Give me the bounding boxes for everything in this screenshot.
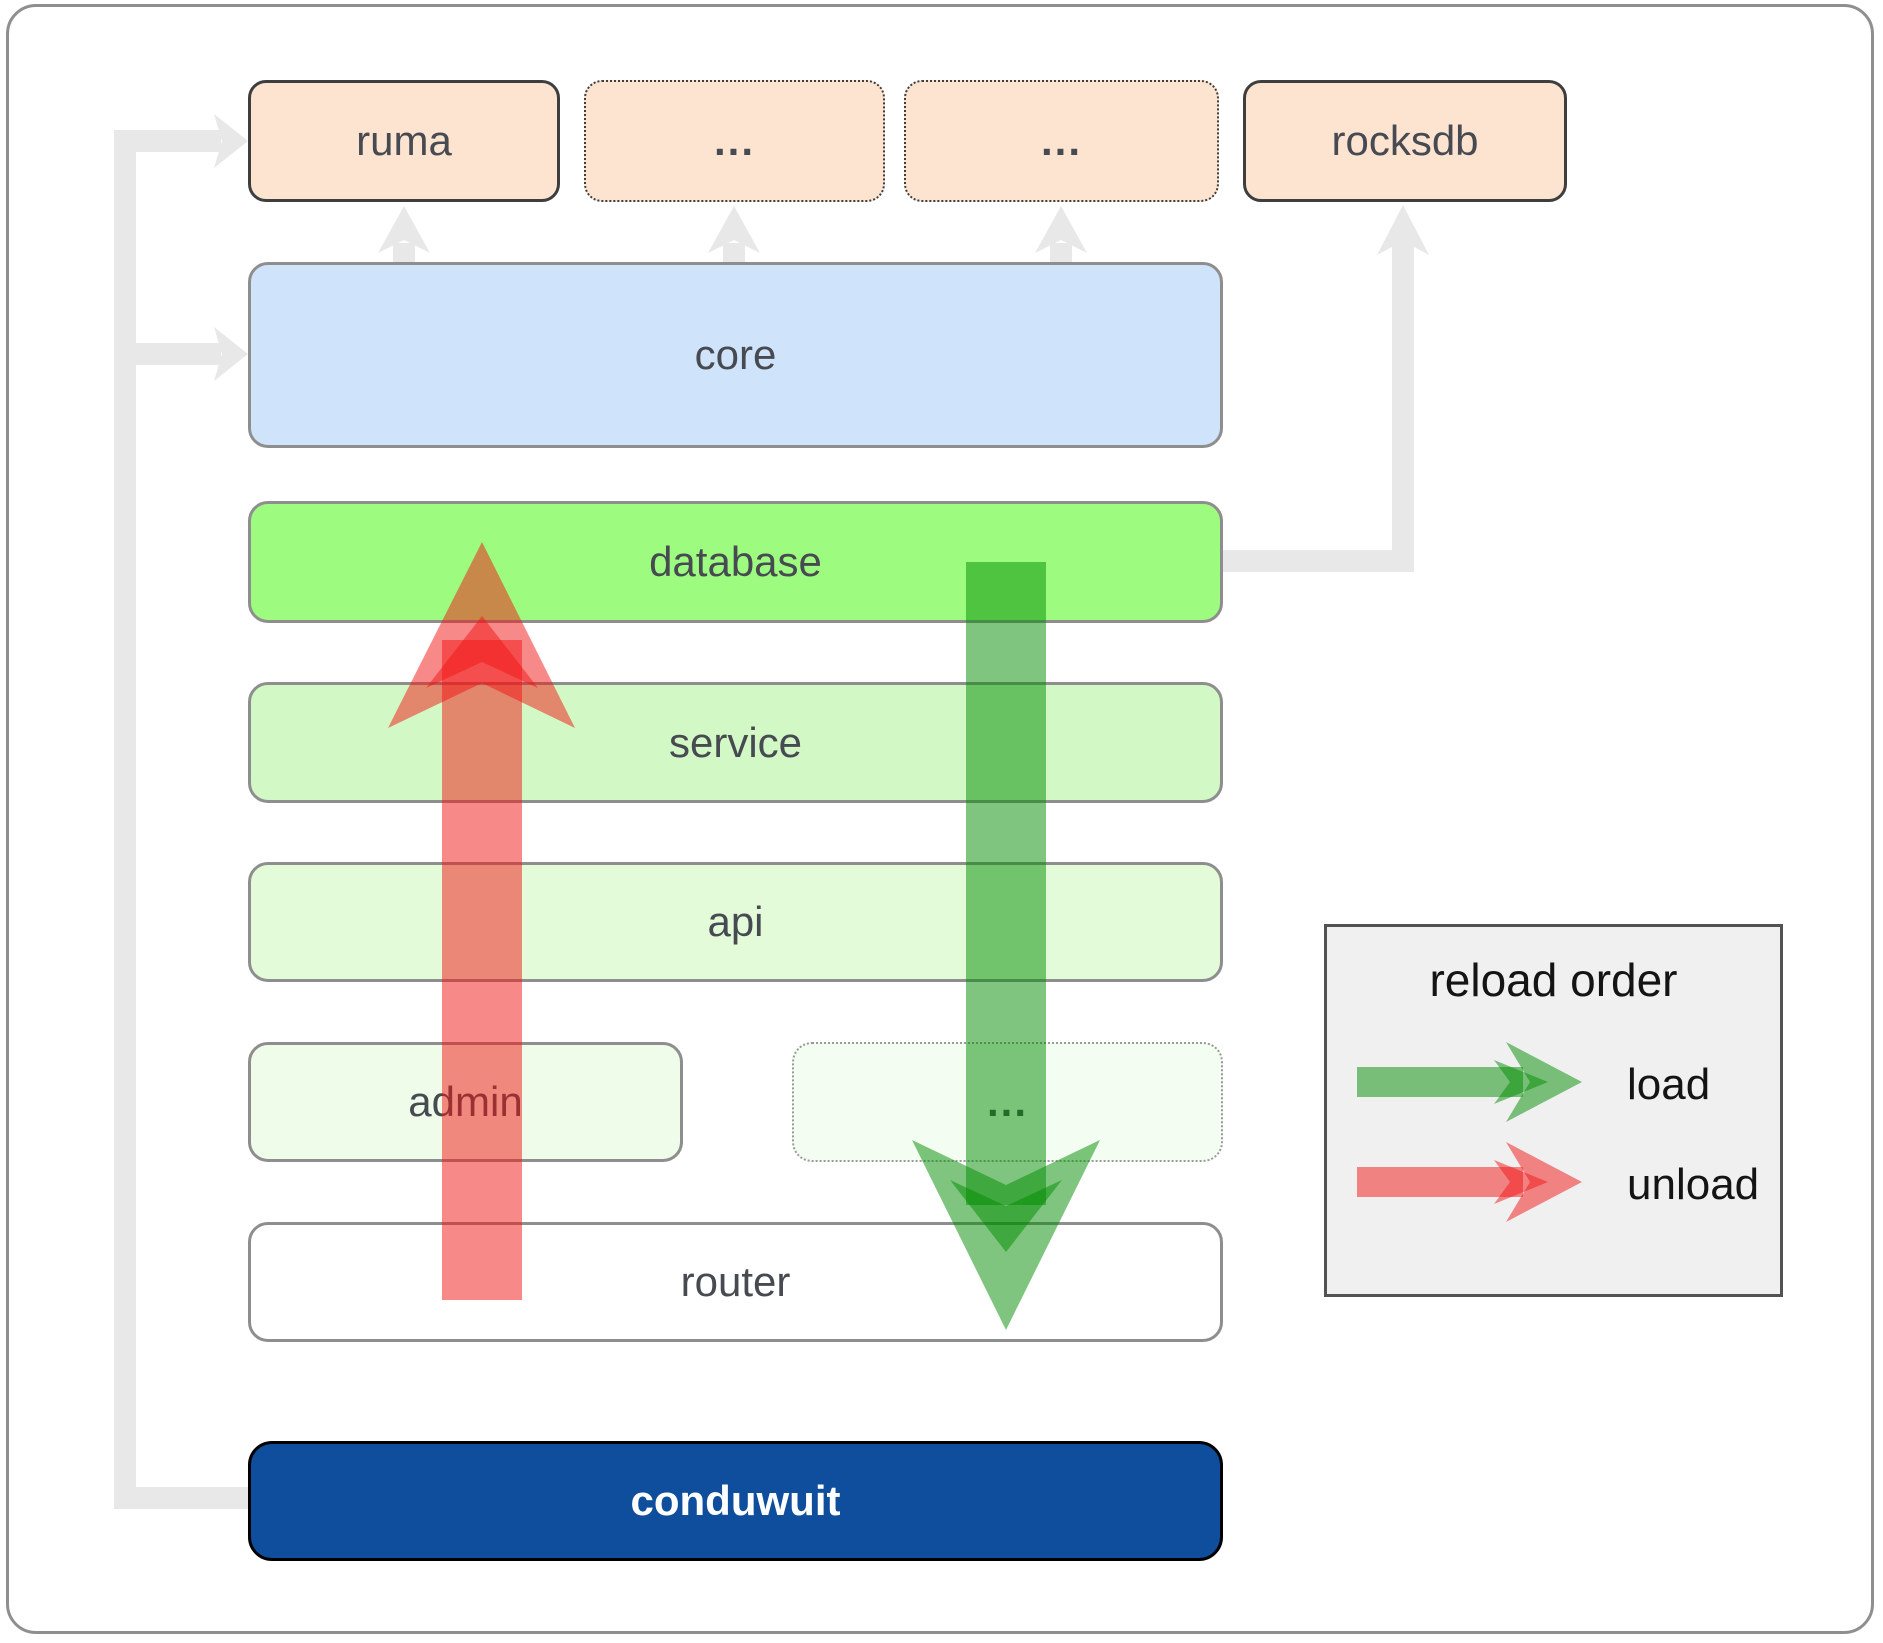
box-api-label: api xyxy=(707,898,764,945)
box-core-label: core xyxy=(694,331,777,378)
box-core: core xyxy=(248,262,1223,448)
legend: reload order load unload xyxy=(1324,924,1783,1297)
box-api: api xyxy=(248,862,1223,982)
box-router-label: router xyxy=(680,1258,791,1305)
box-rocksdb-label: rocksdb xyxy=(1331,117,1479,164)
legend-load-label: load xyxy=(1627,1060,1711,1109)
box-dependency-b: ... xyxy=(904,80,1219,202)
box-extra-services: ... xyxy=(792,1042,1223,1162)
box-database-label: database xyxy=(649,538,822,585)
box-router: router xyxy=(248,1222,1223,1342)
box-rocksdb: rocksdb xyxy=(1243,80,1567,202)
box-service: service xyxy=(248,682,1223,803)
box-dependency-b-label: ... xyxy=(1040,117,1082,164)
legend-unload-label: unload xyxy=(1627,1160,1760,1209)
box-extra-services-label: ... xyxy=(986,1078,1028,1125)
box-database: database xyxy=(248,501,1223,623)
box-admin: admin xyxy=(248,1042,683,1162)
box-service-label: service xyxy=(668,718,803,766)
box-ruma-label: ruma xyxy=(356,117,452,164)
legend-title: reload order xyxy=(1429,954,1678,1006)
box-dependency-a-label: ... xyxy=(713,117,755,164)
box-conduwuit: conduwuit xyxy=(248,1441,1223,1561)
box-dependency-a: ... xyxy=(584,80,885,202)
outer-border xyxy=(6,4,1874,1634)
box-admin-label: admin xyxy=(408,1078,523,1125)
box-conduwuit-label: conduwuit xyxy=(630,1477,841,1524)
box-ruma: ruma xyxy=(248,80,560,202)
